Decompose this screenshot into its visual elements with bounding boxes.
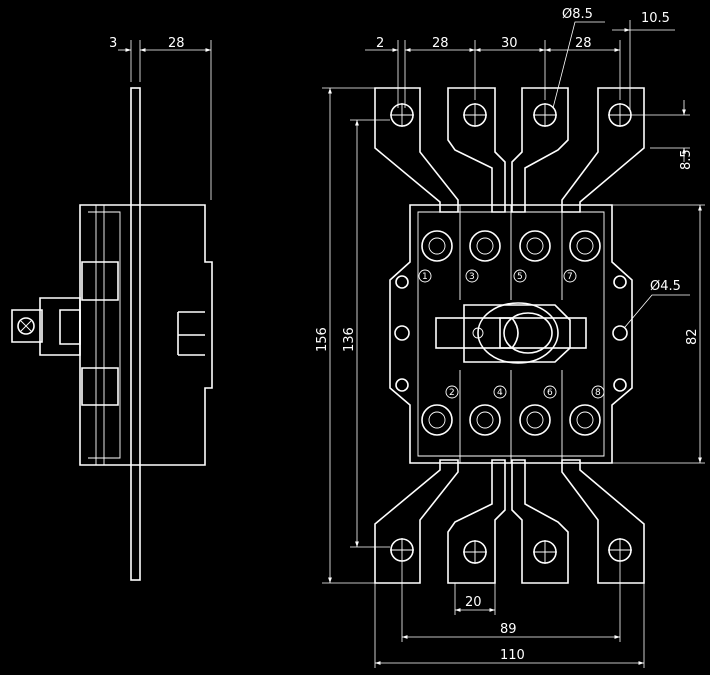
dim-body-height: 82 [685, 328, 700, 345]
terminal-number: 8 [595, 388, 601, 398]
mounting-holes [394, 275, 628, 392]
screw-icon [569, 230, 601, 262]
terminal-bottom-4 [447, 459, 506, 584]
side-body-inner [95, 205, 105, 465]
dim-hole-width: 89 [500, 622, 517, 637]
dim-top-a: 2 [376, 36, 384, 51]
terminal-number: 6 [547, 388, 553, 398]
front-dimensions: 2 28 30 28 Ø8.5 10.5 8.5 Ø4.5 82 156 136 [315, 7, 705, 668]
side-tab-top [81, 261, 119, 301]
mount-hole-icon [395, 275, 409, 289]
dim-top-d: 28 [575, 36, 592, 51]
screw-icon [421, 230, 453, 262]
screws-lower [421, 404, 601, 436]
dim-mount-hole: Ø4.5 [650, 279, 681, 294]
screws-upper [421, 230, 601, 262]
side-knob-screw [17, 317, 35, 335]
body-dividers [459, 205, 563, 463]
terminal-bottom-2 [374, 459, 459, 584]
screw-icon [421, 404, 453, 436]
terminal-top-5 [511, 87, 569, 213]
terminal-number: 5 [517, 272, 523, 282]
dim-hole-span: 136 [342, 327, 357, 352]
terminal-numbers: 1 3 5 7 2 4 6 8 [418, 269, 605, 399]
dim-top-b: 28 [432, 36, 449, 51]
dim-top-c: 30 [501, 36, 518, 51]
dim-total-height: 156 [315, 327, 330, 352]
mount-hole-icon [394, 325, 410, 341]
side-body [79, 204, 213, 466]
cam-disc [477, 302, 559, 364]
mount-hole-icon [395, 378, 409, 392]
screw-icon [469, 404, 501, 436]
terminal-top-1 [374, 87, 459, 213]
mount-hole-icon [613, 275, 627, 289]
mount-hole-icon [612, 325, 628, 341]
rotary-mechanism [435, 302, 587, 364]
dim-side-width: 28 [168, 36, 185, 51]
side-contacts [177, 311, 205, 356]
terminal-number: 4 [497, 388, 503, 398]
terminal-number: 3 [469, 272, 475, 282]
screw-icon [519, 404, 551, 436]
rotary-knob-icon [503, 312, 553, 354]
knob-d-shaft-icon [499, 317, 519, 349]
side-tab-bottom [81, 367, 119, 406]
shaft-slot [435, 317, 587, 349]
front-view: 1 3 5 7 2 4 6 8 [374, 87, 645, 584]
terminal-number: 7 [567, 272, 573, 282]
dim-hole-dia: Ø8.5 [562, 7, 593, 22]
screw-icon [469, 230, 501, 262]
side-blade [130, 87, 141, 581]
screw-icon [569, 404, 601, 436]
terminal-top-7 [561, 87, 645, 213]
terminal-top-3 [447, 87, 506, 213]
screw-icon [519, 230, 551, 262]
side-view: 3 28 [11, 36, 213, 581]
terminal-number: 1 [422, 272, 428, 282]
terminal-bottom-8 [561, 459, 645, 584]
dim-vertical-8-5: 8.5 [679, 149, 694, 170]
dim-edge: 10.5 [641, 11, 670, 26]
terminal-bottom-6 [511, 459, 569, 584]
terminal-number: 2 [449, 388, 455, 398]
side-knob [39, 297, 81, 356]
dim-bottom-tab: 20 [465, 595, 482, 610]
dim-thickness: 3 [109, 36, 117, 51]
side-knob-end [11, 309, 43, 343]
mount-hole-icon [613, 378, 627, 392]
dim-total-width: 110 [500, 648, 525, 663]
terminal-holes [390, 103, 632, 564]
cam-plate [463, 304, 571, 363]
